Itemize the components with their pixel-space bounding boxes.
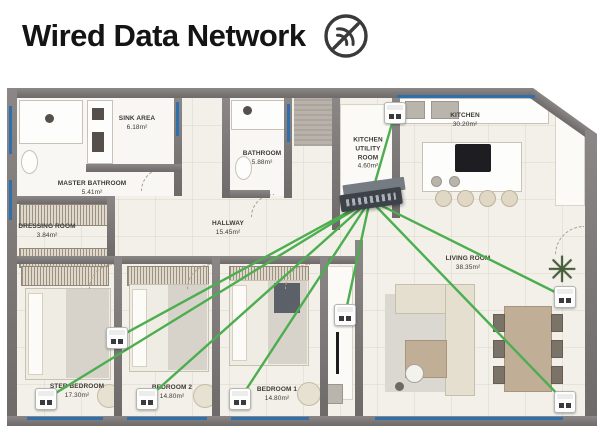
- no-wifi-icon: [323, 14, 368, 58]
- stool: [435, 190, 452, 207]
- sink: [92, 108, 104, 120]
- outlet-master-bedroom: [35, 388, 57, 410]
- cabinet: [92, 132, 104, 152]
- wall: [17, 196, 115, 204]
- bed: [25, 288, 111, 380]
- chair: [551, 366, 563, 384]
- pouf: [297, 382, 321, 406]
- wall: [7, 88, 17, 426]
- toilet: [21, 150, 38, 174]
- shower: [231, 100, 285, 130]
- wall: [284, 98, 292, 198]
- chair: [493, 366, 505, 384]
- floor-lamp-base: [395, 382, 404, 391]
- stool: [479, 190, 496, 207]
- cable-outlet-master-wall: [115, 198, 372, 340]
- outlet-living-room-bottom: [554, 391, 576, 413]
- outlet-bedroom-2: [136, 388, 158, 410]
- wall: [230, 190, 270, 198]
- cooktop: [455, 144, 491, 172]
- wall: [585, 130, 597, 426]
- stool: [501, 190, 518, 207]
- window: [397, 95, 535, 98]
- shower-drain-icon: [45, 114, 54, 123]
- pillow: [132, 289, 147, 367]
- window: [231, 417, 309, 420]
- stool: [457, 190, 474, 207]
- chair: [493, 314, 505, 332]
- cable-outlet-living-room-top: [368, 198, 567, 299]
- wall: [332, 98, 340, 230]
- page-title: Wired Data Network: [22, 18, 306, 53]
- cable-outlet-bedroom-1: [238, 198, 372, 401]
- outlet-master-wall: [106, 327, 128, 349]
- wall: [86, 164, 182, 172]
- cable-outlet-master-bedroom: [44, 198, 372, 401]
- window: [9, 180, 12, 220]
- wall: [7, 88, 537, 98]
- plant-icon: ✳: [547, 249, 578, 290]
- shower-drain-icon: [243, 106, 252, 115]
- wall: [17, 256, 363, 264]
- bed: [129, 284, 209, 372]
- window: [127, 417, 207, 420]
- wall: [355, 240, 363, 416]
- cable-outlet-corridor: [343, 198, 372, 317]
- mirror: [336, 332, 339, 374]
- window: [375, 417, 563, 420]
- wall: [392, 98, 400, 218]
- header: Wired Data Network: [22, 12, 370, 60]
- blanket: [66, 289, 109, 378]
- chair: [493, 340, 505, 358]
- faucet-icon: [431, 176, 442, 187]
- cable-outlet-bedroom-2: [145, 198, 372, 401]
- wall: [107, 196, 115, 256]
- outlet-kitchen: [384, 102, 406, 124]
- faucet-icon: [449, 176, 460, 187]
- floor-lamp: [405, 364, 424, 383]
- toilet: [235, 156, 252, 180]
- outlet-living-room-top: [554, 286, 576, 308]
- wall: [320, 256, 328, 416]
- pillow: [28, 293, 43, 375]
- window: [176, 102, 179, 136]
- chair: [551, 314, 563, 332]
- window: [287, 104, 290, 142]
- outlet-bedroom-1: [229, 388, 251, 410]
- network-cables: [44, 111, 567, 404]
- outlet-corridor: [334, 304, 356, 326]
- wall: [174, 98, 182, 196]
- dining-table: [504, 306, 552, 392]
- cable-outlet-living-room-bottom: [368, 198, 567, 404]
- wall: [222, 98, 230, 198]
- wall: [7, 416, 597, 426]
- chair: [551, 340, 563, 358]
- kitchen-sink: [431, 101, 459, 119]
- window: [27, 417, 103, 420]
- window: [9, 106, 12, 154]
- bed: [229, 280, 309, 366]
